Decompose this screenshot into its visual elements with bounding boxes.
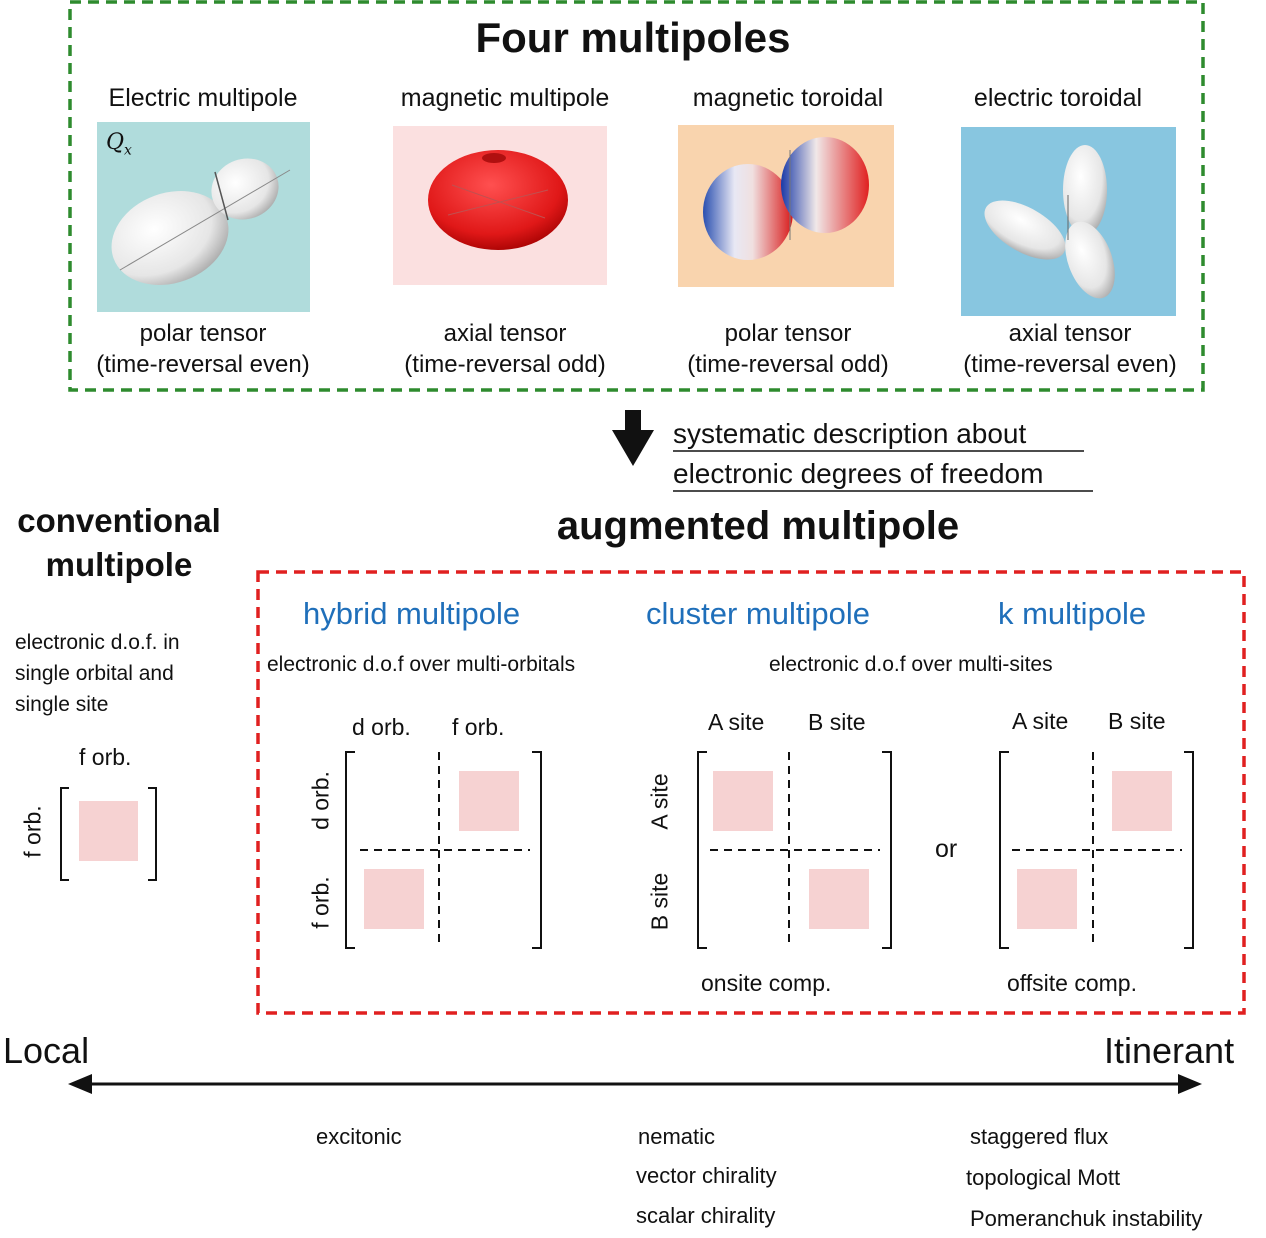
augmented-border bbox=[256, 570, 1246, 1015]
caption-electric-multipole-1: polar tensor bbox=[139, 320, 267, 347]
conventional-desc-2: single orbital and bbox=[15, 662, 174, 685]
hybrid-multipole-title: hybrid multipole bbox=[303, 596, 521, 631]
cluster-matrix-dividers bbox=[710, 752, 880, 948]
example-vector-chirality: vector chirality bbox=[636, 1163, 777, 1188]
conventional-row-label: f orb. bbox=[19, 805, 46, 858]
magnetic-multipole-shape bbox=[428, 150, 568, 250]
panel-title-magnetic-toroidal: magnetic toroidal bbox=[692, 84, 884, 112]
cluster-row-b: B site bbox=[646, 872, 673, 931]
conventional-title-2: multipole bbox=[45, 546, 193, 583]
hybrid-desc: electronic d.o.f over multi-orbitals bbox=[267, 653, 576, 676]
augmented-title: augmented multipole bbox=[556, 504, 960, 548]
panel-title-electric-toroidal: electric toroidal bbox=[973, 84, 1143, 112]
example-excitonic: excitonic bbox=[316, 1124, 402, 1149]
electric-multipole-shape bbox=[111, 158, 291, 286]
caption-electric-multipole-2: (time-reversal even) bbox=[96, 351, 310, 378]
qx-symbol: Qx bbox=[106, 130, 132, 158]
caption-magnetic-toroidal-1: polar tensor bbox=[724, 320, 852, 347]
caption-magnetic-multipole-2: (time-reversal odd) bbox=[404, 351, 606, 378]
example-pomeranchuk: Pomeranchuk instability bbox=[970, 1206, 1203, 1231]
cluster-block-aa bbox=[713, 771, 773, 831]
axis-left-label: Local bbox=[3, 1030, 90, 1071]
conventional-matrix-brackets bbox=[60, 787, 157, 881]
example-staggered-flux: staggered flux bbox=[970, 1124, 1109, 1149]
conventional-col-label: f orb. bbox=[79, 744, 132, 770]
caption-magnetic-toroidal-2: (time-reversal odd) bbox=[687, 351, 889, 378]
four-multipoles-title: Four multipoles bbox=[475, 14, 791, 61]
hybrid-matrix-dividers bbox=[360, 752, 530, 948]
arrow-text-line1: systematic description about bbox=[673, 418, 1027, 449]
arrow-text-line2: electronic degrees of freedom bbox=[673, 458, 1044, 489]
down-arrow-icon bbox=[612, 410, 654, 466]
conventional-block bbox=[79, 801, 138, 861]
cluster-row-a: A site bbox=[646, 773, 673, 830]
hybrid-col-f: f orb. bbox=[452, 714, 505, 740]
qx-symbol-main: Q bbox=[106, 130, 125, 155]
k-multipole-title: k multipole bbox=[998, 596, 1147, 631]
local-itinerant-axis-arrow bbox=[68, 1074, 1202, 1094]
cluster-matrix-brackets bbox=[697, 751, 892, 949]
example-topological-mott: topological Mott bbox=[966, 1165, 1121, 1190]
example-scalar-chirality: scalar chirality bbox=[636, 1203, 776, 1228]
cluster-multipole-title: cluster multipole bbox=[646, 596, 870, 631]
axis-right-label: Itinerant bbox=[1104, 1030, 1235, 1071]
panel-title-electric-multipole: Electric multipole bbox=[108, 84, 298, 112]
cluster-caption: onsite comp. bbox=[701, 970, 832, 996]
cluster-desc: electronic d.o.f over multi-sites bbox=[769, 653, 1053, 676]
hybrid-matrix-brackets bbox=[345, 751, 542, 949]
example-nematic: nematic bbox=[638, 1124, 716, 1149]
magnetic-toroidal-shape bbox=[703, 137, 869, 260]
four-multipoles-border bbox=[68, 0, 1205, 392]
hybrid-row-d: d orb. bbox=[307, 771, 334, 830]
k-col-a: A site bbox=[1012, 708, 1069, 734]
hybrid-row-f: f orb. bbox=[307, 876, 334, 929]
hybrid-col-d: d orb. bbox=[352, 714, 411, 740]
k-matrix-dividers bbox=[1012, 752, 1182, 948]
conventional-title-1: conventional bbox=[17, 502, 221, 539]
k-block-ab bbox=[1112, 771, 1172, 831]
conventional-desc-1: electronic d.o.f. in bbox=[15, 631, 180, 654]
hybrid-block-df bbox=[459, 771, 519, 831]
k-col-b: B site bbox=[1108, 708, 1166, 734]
caption-electric-toroidal-1: axial tensor bbox=[1008, 320, 1132, 347]
cluster-col-a: A site bbox=[708, 709, 765, 735]
caption-magnetic-multipole-1: axial tensor bbox=[443, 320, 567, 347]
cluster-col-b: B site bbox=[808, 709, 866, 735]
qx-symbol-sub: x bbox=[124, 142, 132, 159]
k-caption: offsite comp. bbox=[1007, 970, 1137, 996]
panel-title-magnetic-multipole: magnetic multipole bbox=[400, 84, 610, 112]
k-block-ba bbox=[1017, 869, 1077, 929]
electric-toroidal-shape bbox=[984, 145, 1115, 299]
hybrid-block-fd bbox=[364, 869, 424, 929]
conventional-desc-3: single site bbox=[15, 693, 109, 716]
cluster-block-bb bbox=[809, 869, 869, 929]
caption-electric-toroidal-2: (time-reversal even) bbox=[963, 351, 1177, 378]
or-text: or bbox=[935, 835, 958, 863]
k-matrix-brackets bbox=[999, 751, 1194, 949]
